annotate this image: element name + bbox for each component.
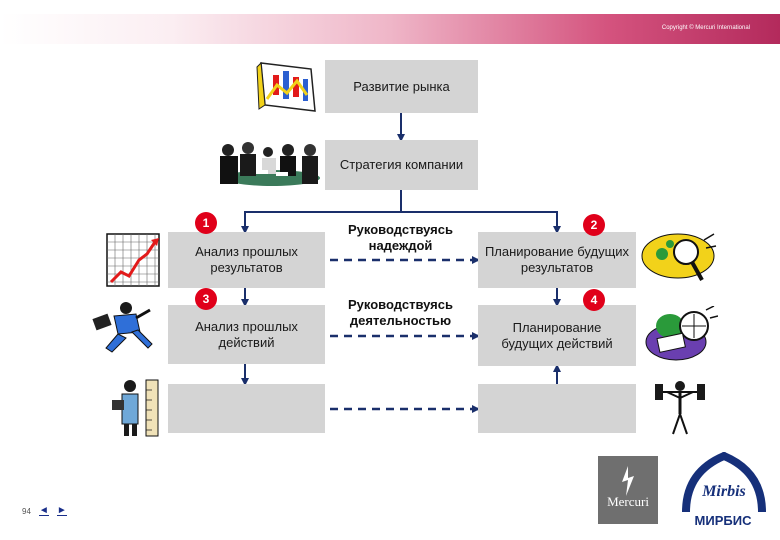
guided-by-activity-label: Руководствуясь деятельностью [348,297,453,328]
planning-actions-clipart [645,306,718,361]
badge-4: 4 [583,289,605,311]
future-actions-box: Планирование будущих действий [478,305,636,366]
header-gradient-band [0,14,780,44]
prev-slide-button[interactable]: ◄ [38,505,49,516]
mirbis-logo-text: МИРБИС [694,513,752,528]
person-with-binder-clipart [112,379,159,437]
company-strategy-box: Стратегия компании [325,140,478,190]
right-bottom-box [478,384,636,433]
mercuri-figure-icon [622,466,634,496]
mirbis-logo: Mirbis [682,452,766,513]
running-businessman-clipart [92,302,153,353]
magnifier-planning-clipart [641,233,717,281]
badge-2: 2 [583,214,605,236]
badge-1: 1 [195,212,217,234]
future-results-label: Планирование будущих результатов [484,244,630,275]
market-chart-clipart [256,61,316,112]
weightlifter-clipart [655,381,705,435]
guided-by-hope-label: Руководствуясь надеждой [348,222,453,253]
company-strategy-label: Стратегия компании [339,157,464,172]
future-results-box: Планирование будущих результатов [478,232,636,288]
badge-3: 3 [195,288,217,310]
growth-graph-clipart [106,233,160,287]
past-actions-label: Анализ прошлых действий [195,318,298,350]
page-navigation: 94 ◄ ► [22,506,67,516]
past-results-label: Анализ прошлых результатов [195,244,298,275]
next-slide-button[interactable]: ► [56,505,67,516]
past-results-box: Анализ прошлых результатов [168,232,325,288]
page-number: 94 [22,506,31,516]
market-development-box: Развитие рынка [325,60,478,113]
meeting-clipart [220,142,320,186]
mercuri-logo: Mercuri [598,456,658,524]
left-bottom-box [168,384,325,433]
svg-text:Mirbis: Mirbis [701,483,746,500]
market-development-label: Развитие рынка [353,78,450,94]
copyright-text: Copyright © Mercuri International [661,25,750,31]
mercuri-logo-text: Mercuri [607,494,649,509]
future-actions-label: Планирование будущих действий [501,319,613,351]
past-actions-box: Анализ прошлых действий [168,305,325,364]
